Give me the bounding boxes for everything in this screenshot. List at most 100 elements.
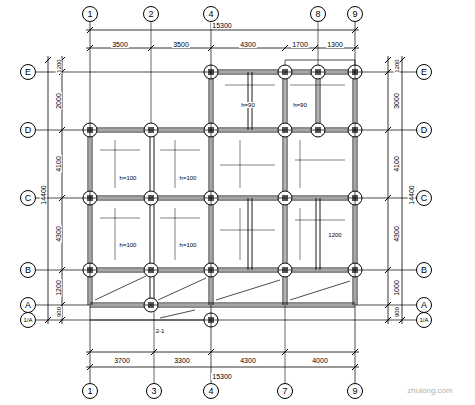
dimension: 3500: [111, 34, 129, 50]
label-text: 1000: [393, 279, 400, 297]
note: h=90: [292, 94, 308, 110]
label-text: 4100: [393, 155, 400, 173]
label-text: zhulong.com: [406, 386, 453, 395]
axis-line: [90, 22, 91, 383]
label-text: 3700: [113, 357, 131, 364]
dimension: 4300: [386, 225, 402, 243]
axis-label: C: [25, 194, 32, 203]
dimension: 3700: [113, 350, 131, 366]
axis-bubble: B: [416, 262, 432, 278]
axis-bubble: A: [20, 297, 36, 313]
axis-label: A: [25, 301, 31, 310]
note: h=90: [240, 94, 256, 110]
note: h=100: [119, 167, 138, 183]
axis-bubble: 8: [310, 6, 326, 22]
axis-label: E: [25, 68, 31, 77]
axis-bubble: 9: [347, 6, 363, 22]
axis-label: 1: [87, 387, 92, 396]
label-text: 15300: [211, 373, 232, 380]
axis-label: 3: [151, 387, 156, 396]
label-text: 14400: [408, 184, 415, 205]
axis-label: D: [25, 126, 32, 135]
dimension: 1000: [386, 279, 402, 297]
axis-label: 4: [208, 387, 213, 396]
label-text: 2-1: [155, 328, 166, 334]
axis-label: 7: [282, 387, 287, 396]
label-text: h=90: [292, 102, 308, 108]
label-text: 4300: [393, 225, 400, 243]
dimension: 900: [386, 306, 402, 318]
axis-bubble: 9: [347, 383, 363, 399]
slab-rebar: [100, 85, 345, 260]
dimension: 4300: [239, 350, 257, 366]
dimension-lines: [48, 30, 402, 367]
label-text: 1200: [55, 279, 62, 297]
label-text: 1700: [291, 41, 309, 48]
axis-label: B: [25, 266, 31, 275]
label-text: 3000: [393, 92, 400, 110]
label-text: 4300: [239, 357, 257, 364]
dimension: 3500: [172, 34, 190, 50]
axis-line: [211, 22, 212, 383]
label-text: 3500: [111, 41, 129, 48]
dimension: 3300: [173, 350, 191, 366]
dimension: 4300: [239, 34, 257, 50]
axis-label: C: [421, 194, 428, 203]
axis-label: A: [421, 301, 427, 310]
axis-bubble: C: [416, 190, 432, 206]
axis-line: [36, 305, 416, 306]
dimension: 1200: [386, 58, 402, 73]
label-text: h=100: [119, 242, 138, 248]
note: h=100: [179, 234, 198, 250]
axis-line: [36, 270, 416, 271]
axis-bubble: 2: [143, 6, 159, 22]
axis-label: B: [421, 266, 427, 275]
label-text: 4000: [311, 357, 329, 364]
dimension: 4100: [48, 155, 64, 173]
label-text: 4100: [55, 155, 62, 173]
watermark: zhulong.com: [406, 380, 453, 396]
label-text: 14400: [40, 184, 47, 205]
axis-bubble: D: [416, 122, 432, 138]
dimension: 1200: [48, 58, 64, 73]
axis-bubble: 1: [82, 383, 98, 399]
label-text: h=100: [179, 242, 198, 248]
axis-line: [36, 320, 416, 321]
dimension: 900: [48, 306, 64, 318]
label-text: h=100: [179, 175, 198, 181]
label-text: 4300: [239, 41, 257, 48]
dimension: 15300: [211, 366, 232, 382]
axis-label: 1/A: [23, 317, 32, 323]
dimension: 1300: [326, 34, 344, 50]
axis-line: [36, 130, 416, 131]
columns: [83, 65, 362, 327]
label-text: 900: [394, 306, 400, 318]
axis-bubble: 4: [203, 383, 219, 399]
dimension: 4000: [311, 350, 329, 366]
axis-label: D: [421, 126, 428, 135]
dimension: 14400: [33, 184, 49, 205]
axis-bubble: 4: [203, 6, 219, 22]
note: 2-1: [155, 320, 166, 336]
note: 1200: [327, 224, 342, 240]
dimension: 4300: [48, 225, 64, 243]
axis-bubble: 1/A: [20, 312, 36, 328]
axis-bubble: 1: [82, 6, 98, 22]
axis-label: 8: [315, 10, 320, 19]
secondary-axes: [151, 22, 318, 384]
axis-label: 9: [352, 387, 357, 396]
label-text: 1200: [56, 58, 62, 73]
dimension: 3000: [386, 92, 402, 110]
label-text: h=90: [240, 102, 256, 108]
note: h=100: [119, 234, 138, 250]
dimension: 15300: [211, 15, 232, 31]
dimension: 4100: [386, 155, 402, 173]
axis-bubble: 1/A: [416, 312, 432, 328]
axis-bubble: D: [20, 122, 36, 138]
axis-bubble: E: [416, 64, 432, 80]
dimension: 1700: [291, 34, 309, 50]
axis-bubble: 7: [277, 383, 293, 399]
beams: [88, 70, 357, 307]
label-text: h=100: [119, 175, 138, 181]
